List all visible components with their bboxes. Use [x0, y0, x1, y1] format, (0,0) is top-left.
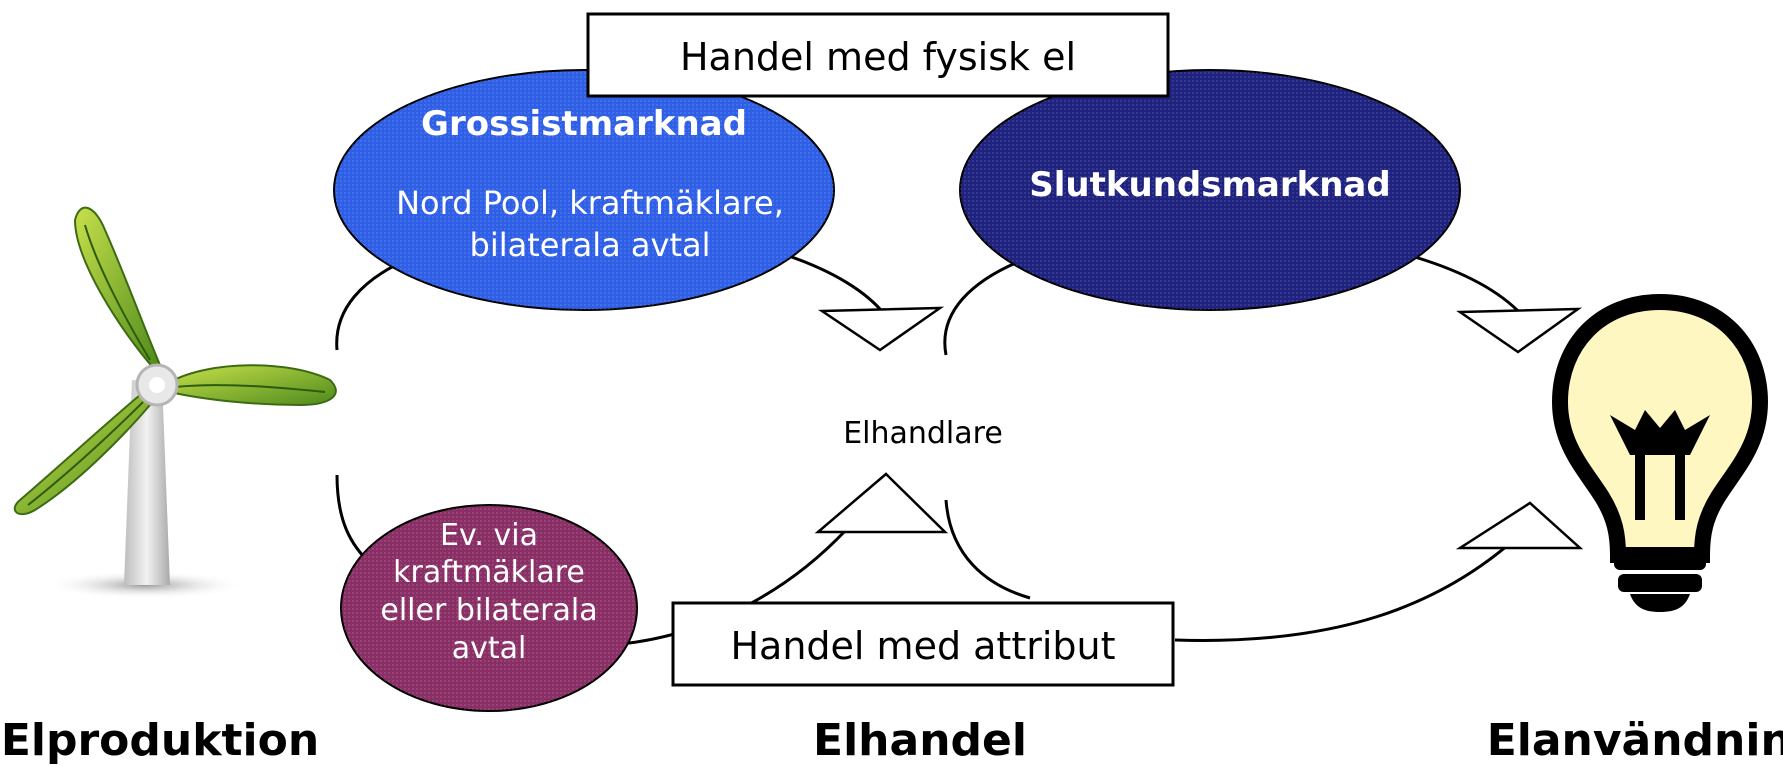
wholesale-line2: bilaterala avtal [470, 226, 711, 264]
attribute-trade-label: Handel med attribut [730, 624, 1115, 668]
physical-trade-label: Handel med fysisk el [680, 35, 1076, 79]
arrowhead-to-consumer-bottom [1455, 501, 1584, 550]
attribute-trade-rect [671, 601, 1175, 687]
arrowhead-to-consumer-top [1456, 307, 1583, 354]
wholesale-line1: Nord Pool, kraftmäklare, [396, 184, 784, 222]
light-bulb-icon [1551, 293, 1769, 612]
stage-production: Elproduktion [1, 715, 319, 766]
wholesale-title: Grossistmarknad [421, 104, 747, 144]
stage-usage: Elanvändning [1487, 715, 1783, 766]
physical-trade-rect [586, 12, 1170, 98]
physical-trade-box: Handel med fysisk el [586, 12, 1170, 98]
attribute-trade-box: Handel med attribut [671, 601, 1175, 687]
arc-attribute-box-to-consumer [1174, 528, 1527, 642]
retail-market: Slutkundsmarknad [959, 69, 1461, 311]
broker-line4: avtal [452, 631, 527, 666]
stage-trading: Elhandel [813, 715, 1027, 766]
arrowhead-to-trader-top [818, 306, 945, 352]
broker-line3: eller bilaterala [380, 593, 597, 628]
arrowhead-to-trader-bottom [814, 472, 949, 534]
trader-label: Elhandlare [843, 416, 1003, 451]
wind-turbine-icon [13, 206, 337, 599]
broker-option: Ev. via kraftmäklare eller bilaterala av… [340, 504, 638, 712]
arrowheads [814, 306, 1584, 550]
retail-title: Slutkundsmarknad [1029, 165, 1390, 205]
broker-line1: Ev. via [440, 518, 538, 553]
arc-trader-to-attribute-box [944, 499, 1031, 600]
broker-line2: kraftmäklare [393, 555, 585, 590]
wholesale-market: Grossistmarknad Nord Pool, kraftmäklare,… [333, 69, 835, 311]
